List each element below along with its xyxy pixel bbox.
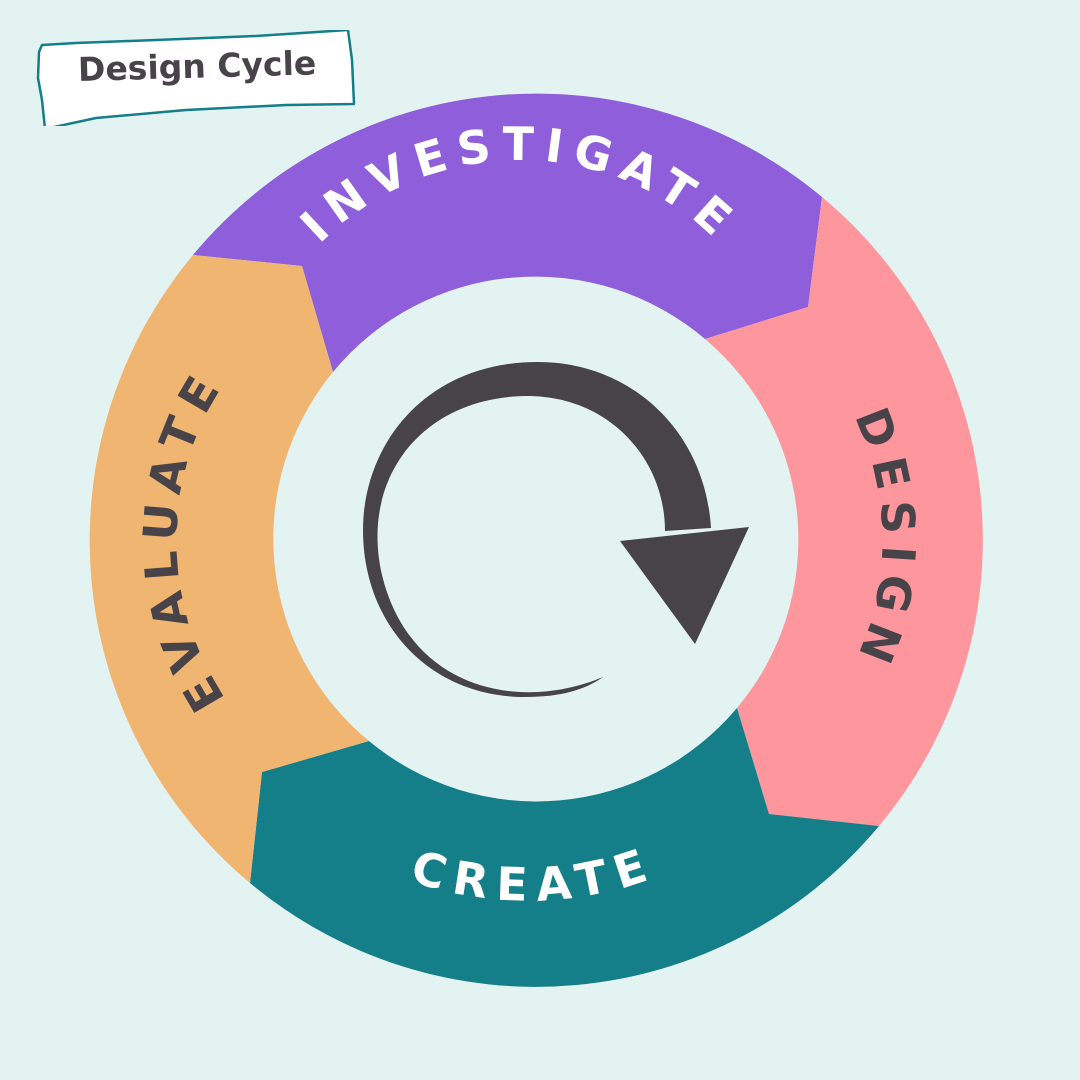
page-title: Design Cycle <box>77 43 317 89</box>
create-segment <box>250 708 879 987</box>
title-tag-frame <box>36 30 356 126</box>
cycle-arrow-icon <box>363 362 749 697</box>
cycle-arrow-head <box>620 527 749 644</box>
investigate-segment <box>193 93 822 372</box>
evaluate-segment <box>89 255 369 883</box>
title-tag <box>36 30 356 126</box>
design-segment <box>705 197 983 826</box>
